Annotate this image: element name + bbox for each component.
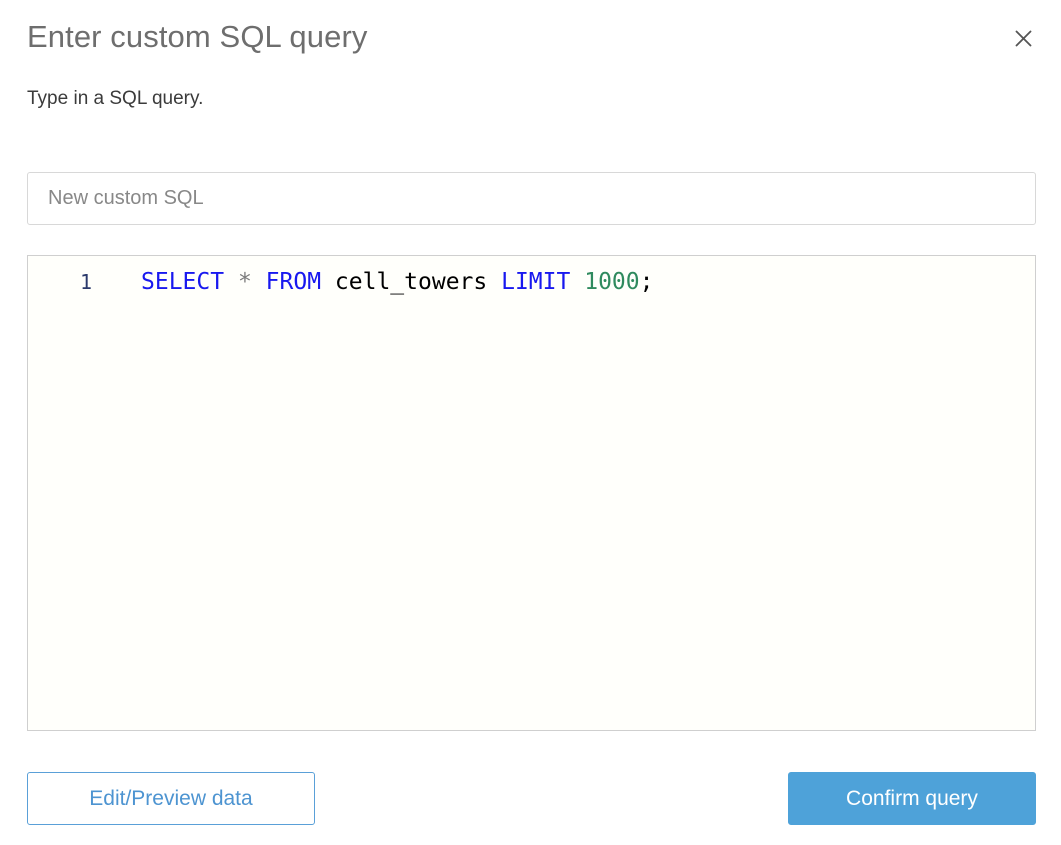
sql-token-semicolon: ;	[639, 269, 654, 295]
confirm-query-button[interactable]: Confirm query	[788, 772, 1036, 825]
page-title: Enter custom SQL query	[27, 19, 368, 54]
close-icon	[1015, 30, 1032, 47]
line-number: 1	[79, 270, 92, 294]
query-name-input[interactable]	[27, 172, 1036, 225]
dialog-header: Enter custom SQL query	[27, 14, 1036, 62]
sql-token-table: cell_towers	[334, 269, 488, 295]
sql-token-limit: LIMIT	[501, 269, 571, 295]
sql-space	[224, 269, 238, 295]
close-button[interactable]	[1008, 23, 1038, 53]
sql-space	[321, 269, 335, 295]
sql-token-number: 1000	[584, 269, 640, 295]
sql-token-star: *	[237, 269, 252, 295]
dialog-subtitle: Type in a SQL query.	[27, 88, 204, 109]
sql-space	[487, 269, 501, 295]
sql-token-from: FROM	[265, 269, 322, 295]
sql-space	[570, 269, 584, 295]
sql-token-select: SELECT	[141, 269, 225, 295]
sql-editor-line[interactable]: 1 SELECT * FROM cell_towers LIMIT 1000;	[28, 256, 1035, 300]
sql-space	[252, 269, 266, 295]
edit-preview-data-button[interactable]: Edit/Preview data	[27, 772, 315, 825]
sql-code-line: SELECT * FROM cell_towers LIMIT 1000;	[92, 269, 653, 295]
sql-editor[interactable]: 1 SELECT * FROM cell_towers LIMIT 1000;	[27, 255, 1036, 731]
